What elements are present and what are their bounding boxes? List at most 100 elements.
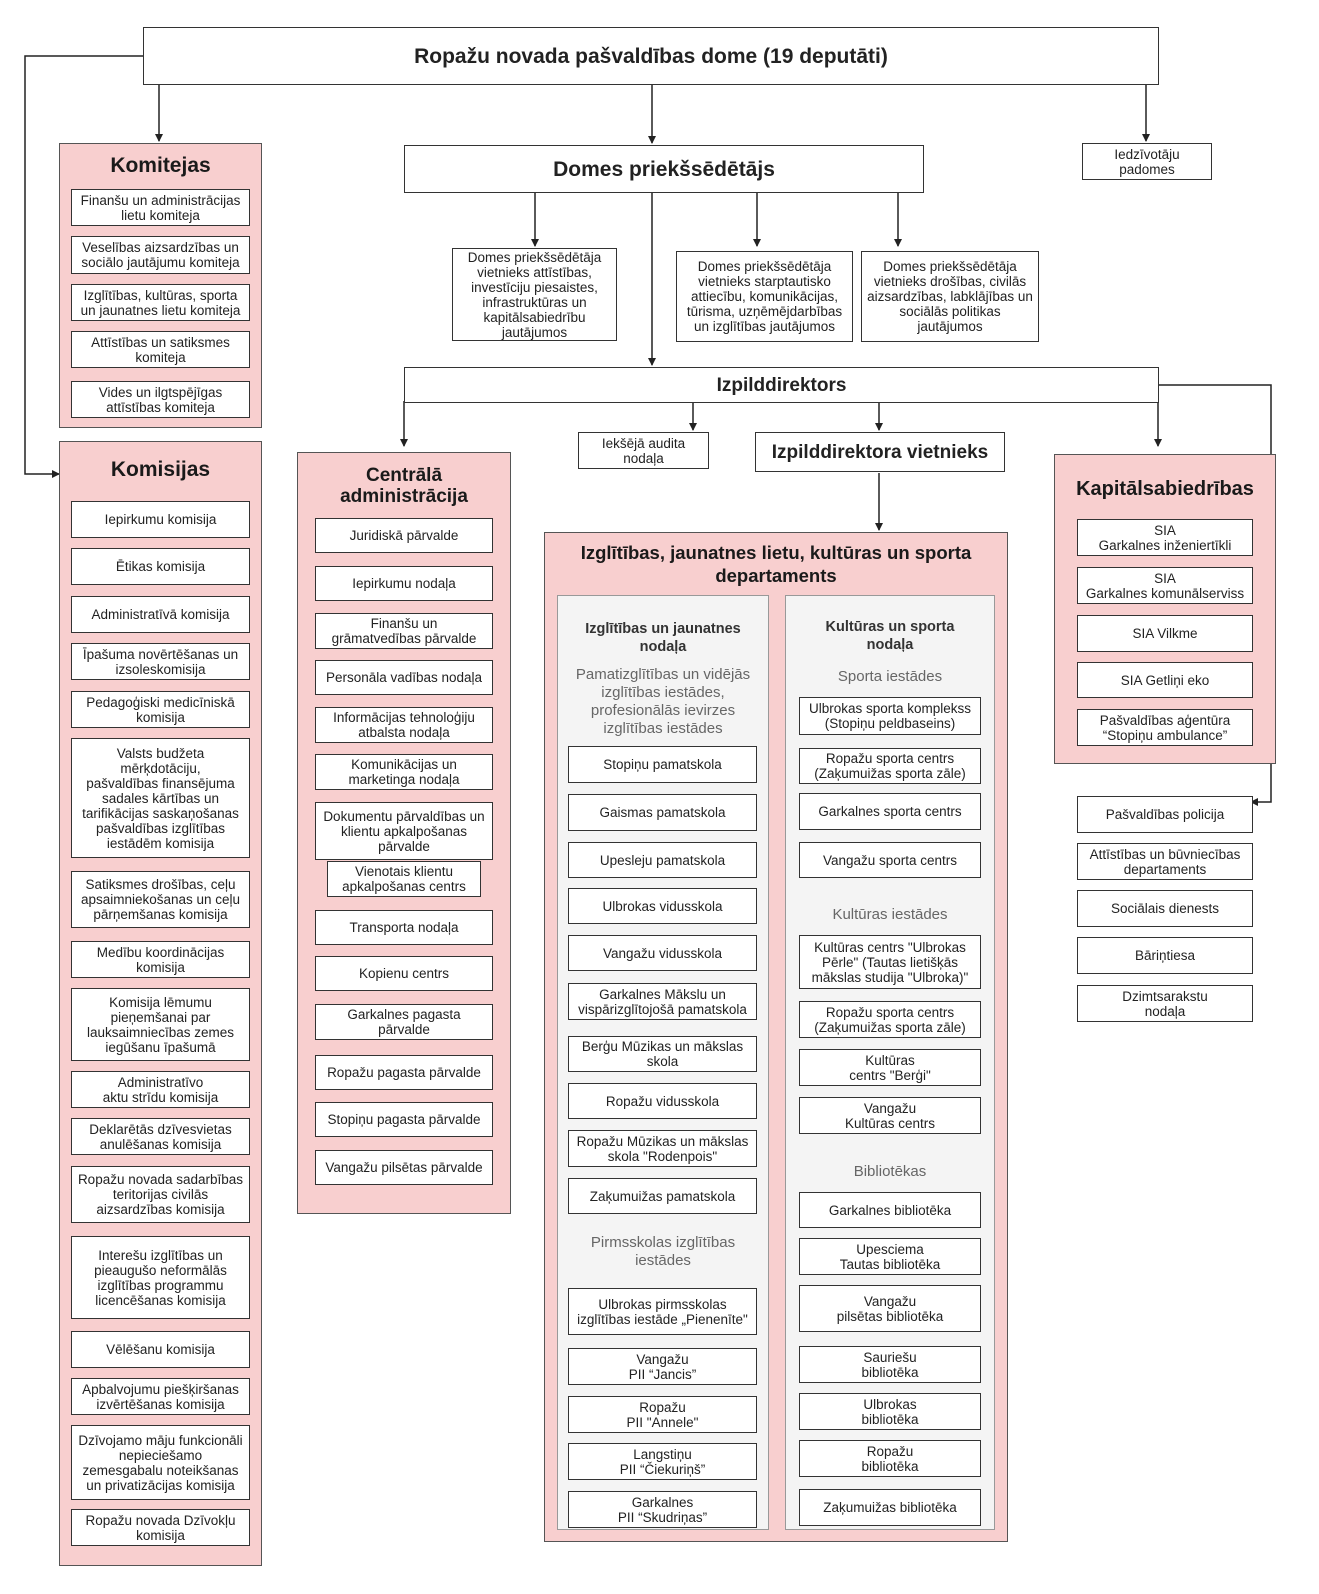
commission-item: Deklarētās dzīvesvietas anulēšanas komis… bbox=[71, 1118, 250, 1155]
central-item: Personāla vadības nodaļa bbox=[315, 660, 493, 695]
commission-item: Ētikas komisija bbox=[71, 548, 250, 585]
library-item: Garkalnes bibliotēka bbox=[799, 1192, 981, 1228]
central-item-label: Ropažu pagasta pārvalde bbox=[327, 1065, 481, 1080]
library-item: Ropažu bibliotēka bbox=[799, 1440, 981, 1477]
company-item-label: SIA Vilkme bbox=[1132, 626, 1198, 641]
companies-title: Kapitālsabiedrības bbox=[1076, 478, 1254, 500]
preschool-item-label: Garkalnes PII “Skudriņas” bbox=[617, 1494, 708, 1525]
company-item: SIA Getliņi eko bbox=[1077, 662, 1253, 698]
school-item-label: Vangažu vidusskola bbox=[602, 945, 723, 961]
sport-item: Ropažu sporta centrs (Zaķumuižas sporta … bbox=[799, 748, 981, 784]
sport-item-label: Ulbrokas sporta komplekss (Stopiņu peldb… bbox=[808, 701, 972, 731]
commissions-title: Komisijas bbox=[110, 458, 211, 481]
committee-item: Finanšu un administrācijas lietu komitej… bbox=[71, 189, 250, 226]
commission-item-label: Ētikas komisija bbox=[115, 559, 206, 574]
school-item-label: Berģu Mūzikas un mākslas skola bbox=[581, 1039, 744, 1069]
company-item: Pašvaldības aģentūra “Stopiņu ambulance” bbox=[1077, 709, 1253, 746]
culture-group-libraries: Bibliotēkas bbox=[853, 1163, 927, 1180]
education-group-preschools: Pirmsskolas izglītības iestādes bbox=[590, 1234, 736, 1269]
other-unit-label: Pašvaldības policija bbox=[1105, 807, 1225, 822]
other-unit-item: Bāriņtiesa bbox=[1077, 937, 1253, 974]
council-title: Ropažu novada pašvaldības dome (19 deput… bbox=[414, 44, 888, 68]
committee-item: Vides un ilgtspējīgas attīstības komitej… bbox=[71, 381, 250, 418]
school-item-label: Gaismas pamatskola bbox=[599, 805, 726, 820]
library-item: Ulbrokas bibliotēka bbox=[799, 1393, 981, 1430]
commission-item: Medību koordinācijas komisija bbox=[71, 941, 250, 978]
company-item-label: SIA Garkalnes inženiertīkli bbox=[1098, 522, 1232, 553]
commission-item-label: Vēlēšanu komisija bbox=[106, 1342, 215, 1357]
other-unit-item: Sociālais dienests bbox=[1077, 890, 1253, 927]
library-item: Vangažu pilsētas bibliotēka bbox=[799, 1285, 981, 1332]
commission-item: Īpašuma novērtēšanas un izsoleskomisija bbox=[71, 643, 250, 680]
sport-item-label: Ropažu sporta centrs (Zaķumuižas sporta … bbox=[814, 751, 966, 781]
culture-item: Kultūras centrs "Ulbrokas Pērle" (Tautas… bbox=[799, 935, 981, 989]
school-item: Upesleju pamatskola bbox=[568, 842, 757, 878]
deputy-box-international: Domes priekšsēdētāja vietnieks starptaut… bbox=[676, 251, 853, 342]
central-item-label: Dokumentu pārvaldības un klientu apkalpo… bbox=[323, 808, 485, 854]
deputy-label: Domes priekšsēdētāja vietnieks starptaut… bbox=[686, 259, 843, 334]
sport-item: Vangažu sporta centrs bbox=[799, 842, 981, 878]
school-item-label: Stopiņu pamatskola bbox=[603, 757, 722, 772]
executive-deputy-title: Izpilddirektora vietnieks bbox=[771, 441, 989, 463]
committee-item-label: Attīstības un satiksmes komiteja bbox=[91, 334, 230, 365]
central-item: Juridiskā pārvalde bbox=[315, 518, 493, 553]
central-item: Stopiņu pagasta pārvalde bbox=[315, 1102, 493, 1137]
commission-item-label: Ropažu novada sadarbības teritorijas civ… bbox=[77, 1172, 244, 1217]
school-item-label: Ropažu Mūzikas un mākslas skola "Rodenpo… bbox=[576, 1133, 749, 1164]
library-item-label: Sauriešu bibliotēka bbox=[861, 1349, 919, 1380]
commission-item: Pedagoģiski medicīniskā komisija bbox=[71, 691, 250, 728]
library-item-label: Ulbrokas bibliotēka bbox=[861, 1396, 919, 1427]
culture-item-label: Kultūras centrs "Ulbrokas Pērle" (Tautas… bbox=[811, 939, 969, 985]
culture-item: Ropažu sporta centrs (Zaķumuižas sporta … bbox=[799, 1001, 981, 1038]
culture-item: Kultūras centrs "Berģi" bbox=[799, 1049, 981, 1086]
preschool-item: Langstiņu PII “Čiekuriņš” bbox=[568, 1443, 757, 1480]
deputy-label: Domes priekšsēdētāja vietnieks attīstība… bbox=[467, 249, 602, 340]
executive-deputy-box: Izpilddirektora vietnieks bbox=[755, 432, 1005, 472]
central-item-label: Vangažu pilsētas pārvalde bbox=[325, 1160, 483, 1175]
school-item-label: Upesleju pamatskola bbox=[599, 852, 726, 868]
library-item-label: Upesciema Tautas bibliotēka bbox=[839, 1241, 941, 1272]
school-item: Stopiņu pamatskola bbox=[568, 746, 757, 783]
school-item: Garkalnes Mākslu un vispārizglītojošā pa… bbox=[568, 983, 757, 1020]
central-item-label: Komunikācijas un marketinga nodaļa bbox=[348, 757, 460, 787]
commission-item-label: Administratīvā komisija bbox=[91, 607, 230, 622]
school-item: Zaķumuižas pamatskola bbox=[568, 1178, 757, 1214]
central-administration-title: Centrālā administrācija bbox=[340, 465, 468, 507]
commission-item-label: Iepirkumu komisija bbox=[104, 512, 217, 527]
company-item: SIA Garkalnes inženiertīkli bbox=[1077, 519, 1253, 556]
central-item-label: Informācijas tehnoloģiju atbalsta nodaļa bbox=[333, 710, 475, 740]
central-item-label: Juridiskā pārvalde bbox=[349, 528, 459, 543]
school-item: Gaismas pamatskola bbox=[568, 794, 757, 831]
library-item-label: Ropažu bibliotēka bbox=[861, 1443, 919, 1474]
preschool-item-label: Langstiņu PII “Čiekuriņš” bbox=[619, 1446, 706, 1477]
company-item-label: Pašvaldības aģentūra “Stopiņu ambulance” bbox=[1099, 712, 1231, 743]
company-item-label: SIA Garkalnes komunālserviss bbox=[1085, 570, 1245, 601]
committee-item: Izglītības, kultūras, sporta un jaunatne… bbox=[71, 284, 250, 321]
commission-item: Vēlēšanu komisija bbox=[71, 1331, 250, 1368]
central-item: Iepirkumu nodaļa bbox=[315, 566, 493, 601]
commission-item: Ropažu novada sadarbības teritorijas civ… bbox=[71, 1166, 250, 1223]
preschool-item-label: Ropažu PII "Annele" bbox=[626, 1399, 699, 1430]
central-item: Dokumentu pārvaldības un klientu apkalpo… bbox=[315, 802, 493, 860]
education-title: Izglītības un jaunatnes nodaļa bbox=[585, 621, 741, 655]
sport-item: Ulbrokas sporta komplekss (Stopiņu peldb… bbox=[799, 697, 981, 735]
culture-group-cultural: Kultūras iestādes bbox=[832, 906, 948, 923]
commission-item-label: Dzīvojamo māju funkcionāli nepieciešamo … bbox=[78, 1432, 243, 1493]
library-item-label: Garkalnes bibliotēka bbox=[828, 1202, 952, 1218]
school-item: Ropažu vidusskola bbox=[568, 1083, 757, 1119]
school-item: Berģu Mūzikas un mākslas skola bbox=[568, 1036, 757, 1072]
preschool-item: Garkalnes PII “Skudriņas” bbox=[568, 1491, 757, 1528]
culture-item-label: Ropažu sporta centrs (Zaķumuižas sporta … bbox=[814, 1004, 966, 1035]
commission-item-label: Satiksmes drošības, ceļu apsaimniekošana… bbox=[80, 877, 241, 922]
other-unit-label: Attīstības un būvniecības departaments bbox=[1089, 846, 1241, 877]
commission-item: Administratīvo aktu strīdu komisija bbox=[71, 1071, 250, 1108]
commission-item: Iepirkumu komisija bbox=[71, 501, 250, 538]
central-item: Vangažu pilsētas pārvalde bbox=[315, 1150, 493, 1185]
school-item-label: Garkalnes Mākslu un vispārizglītojošā pa… bbox=[578, 986, 747, 1017]
commission-item-label: Apbalvojumu piešķiršanas izvērtēšanas ko… bbox=[82, 1381, 239, 1412]
preschool-item: Ropažu PII "Annele" bbox=[568, 1396, 757, 1433]
central-item: Informācijas tehnoloģiju atbalsta nodaļa bbox=[315, 707, 493, 743]
library-item: Sauriešu bibliotēka bbox=[799, 1346, 981, 1383]
other-unit-item: Dzimtsarakstu nodaļa bbox=[1077, 985, 1253, 1022]
commission-item: Komisija lēmumu pieņemšanai par lauksaim… bbox=[71, 988, 250, 1061]
